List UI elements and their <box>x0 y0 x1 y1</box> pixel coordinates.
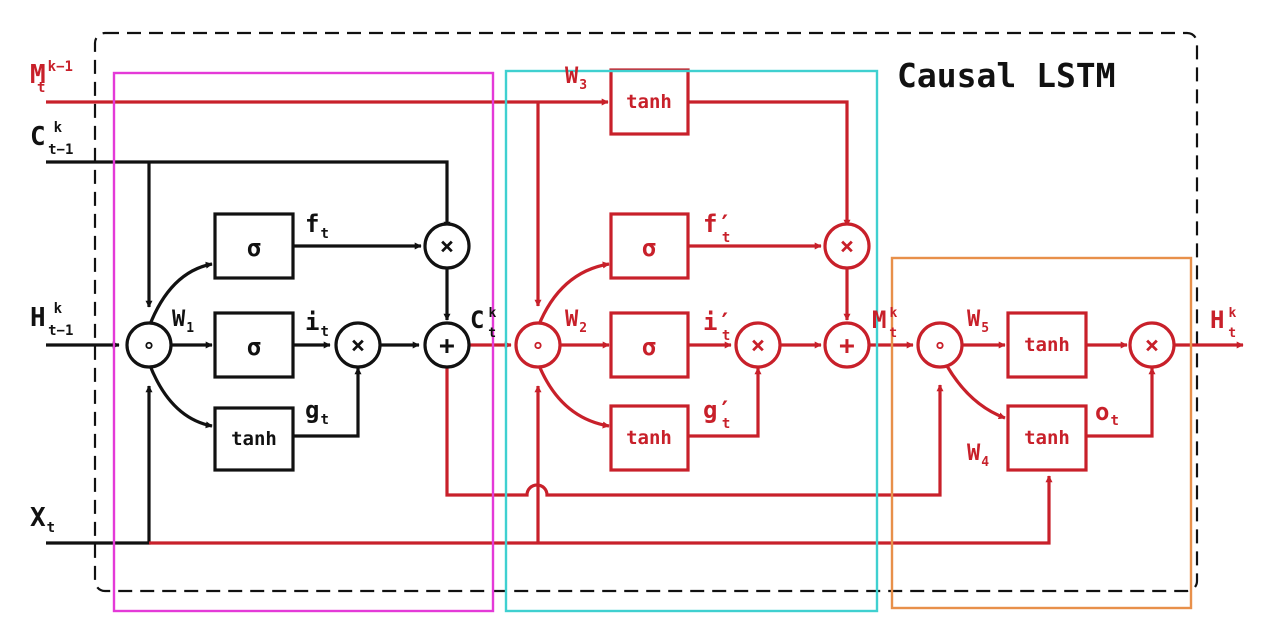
temporal-memory-region-box <box>504 69 879 613</box>
mult-op-i: × <box>334 321 382 369</box>
add-op-m: + <box>823 321 871 369</box>
svg-text:∘: ∘ <box>142 334 155 359</box>
input-x-label: Xt <box>30 503 55 536</box>
svg-text:×: × <box>1145 331 1159 359</box>
spatial-memory-region-box <box>112 71 495 613</box>
gate-g2-label: g′t <box>703 396 732 432</box>
svg-text:+: + <box>839 331 855 361</box>
svg-text:×: × <box>840 232 854 260</box>
svg-text:σ: σ <box>247 333 261 361</box>
tanh-w5-block: tanh <box>1006 311 1088 379</box>
weight-w4-label: W4 <box>967 441 989 470</box>
tanh-g2-block: tanh <box>609 404 690 472</box>
svg-text:σ: σ <box>247 234 261 262</box>
sigma-i-block: σ <box>213 311 295 379</box>
svg-text:tanh: tanh <box>1024 427 1070 449</box>
gate-f2-label: f′t <box>703 210 732 246</box>
sigma-f-block: σ <box>213 212 295 280</box>
gate-f-label: ft <box>305 210 329 242</box>
svg-text:+: + <box>439 331 455 361</box>
diagram-title: Causal LSTM <box>897 56 1116 95</box>
svg-text:tanh: tanh <box>1024 334 1070 356</box>
svg-text:×: × <box>351 331 365 359</box>
weight-w2-label: W2 <box>565 307 587 336</box>
weight-w3-label: W3 <box>565 64 587 93</box>
svg-text:×: × <box>440 232 454 260</box>
gate-o-label: ot <box>1095 398 1119 429</box>
red-blocks: tanh σ σ tanh tanh tanh ∘ × <box>514 68 1176 472</box>
gate-i-label: it <box>305 308 329 340</box>
gate-g-label: gt <box>305 396 329 428</box>
sigma-f2-block: σ <box>609 212 690 280</box>
concat-op-3: ∘ <box>916 321 964 369</box>
mult-op-o: × <box>1128 321 1176 369</box>
tanh-w4-block: tanh <box>1006 404 1088 472</box>
tanh-w3-block: tanh <box>609 68 690 136</box>
causal-lstm-outer-box <box>93 31 1199 593</box>
svg-text:σ: σ <box>642 333 656 361</box>
add-op-c: + <box>423 321 471 369</box>
svg-text:tanh: tanh <box>626 91 672 113</box>
mult-op-f: × <box>423 222 471 270</box>
weight-w1-label: W1 <box>172 307 194 336</box>
tanh-g-block: tanh <box>213 406 295 472</box>
gate-i2-label: i′t <box>703 308 732 344</box>
svg-text:×: × <box>751 331 765 359</box>
sigma-i2-block: σ <box>609 311 690 379</box>
svg-text:tanh: tanh <box>231 428 277 450</box>
svg-text:∘: ∘ <box>933 334 946 359</box>
svg-text:∘: ∘ <box>531 334 544 359</box>
weight-w5-label: W5 <box>967 307 989 336</box>
mult-op-f2: × <box>823 222 871 270</box>
mult-op-i2: × <box>734 321 782 369</box>
svg-text:tanh: tanh <box>626 427 672 449</box>
concat-op-2: ∘ <box>514 321 562 369</box>
output-region-box <box>890 256 1193 610</box>
black-blocks: σ σ tanh ∘ × × + <box>125 212 471 472</box>
concat-op-1: ∘ <box>125 321 173 369</box>
svg-text:σ: σ <box>642 234 656 262</box>
red-connections <box>46 98 1244 545</box>
